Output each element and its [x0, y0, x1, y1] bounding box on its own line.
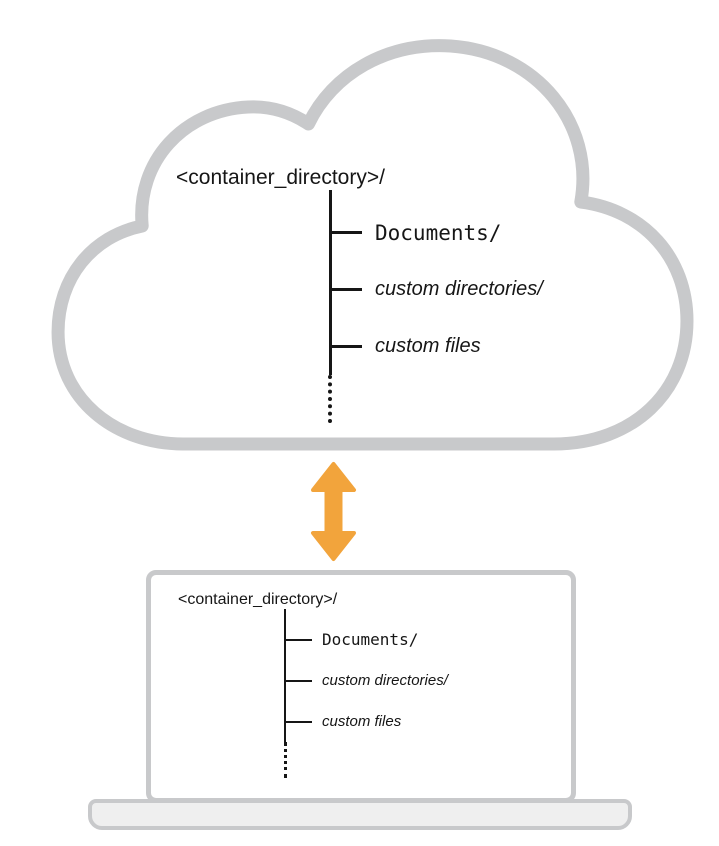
tree-item-label: custom files	[375, 335, 481, 357]
tree-item-label: custom directories/	[322, 672, 448, 689]
cloud-tree-branches: Documents/ custom directories/ custom fi…	[329, 190, 543, 375]
sync-arrow-glyph	[311, 462, 356, 561]
tree-item-label: custom files	[322, 713, 402, 730]
branch-connector-line	[332, 231, 362, 234]
tree-ellipsis	[284, 742, 287, 778]
tree-item-label: Documents/	[322, 630, 419, 649]
laptop-root-directory-label: <container_directory>/	[178, 591, 338, 608]
cloud-shape	[51, 39, 694, 451]
tree-item-custom-files: custom files	[286, 701, 448, 742]
sync-arrow-icon	[311, 462, 356, 561]
laptop-base	[88, 799, 632, 830]
branch-connector-line	[286, 720, 312, 723]
branch-connector-line	[286, 679, 312, 682]
tree-ellipsis	[328, 375, 332, 423]
laptop-screen: <container_directory>/ Documents/ custom…	[146, 570, 576, 803]
branch-connector-line	[332, 288, 362, 291]
tree-item-custom-directories: custom directories/	[332, 261, 543, 318]
tree-item-custom-directories: custom directories/	[286, 660, 448, 701]
laptop-directory-tree: <container_directory>/ Documents/ custom…	[178, 591, 448, 778]
tree-item-documents: Documents/	[332, 204, 543, 261]
tree-item-label: custom directories/	[375, 278, 543, 300]
tree-item-custom-files: custom files	[332, 318, 543, 375]
branch-connector-line	[332, 345, 362, 348]
tree-item-label: Documents/	[375, 220, 502, 245]
tree-item-documents: Documents/	[286, 619, 448, 660]
branch-connector-line	[286, 638, 312, 641]
cloud-root-directory-label: <container_directory>/	[176, 166, 385, 189]
cloud-outline	[51, 39, 694, 451]
cloud-directory-tree: <container_directory>/ Documents/ custom…	[176, 166, 543, 423]
laptop-tree-branches: Documents/ custom directories/ custom fi…	[284, 609, 448, 742]
